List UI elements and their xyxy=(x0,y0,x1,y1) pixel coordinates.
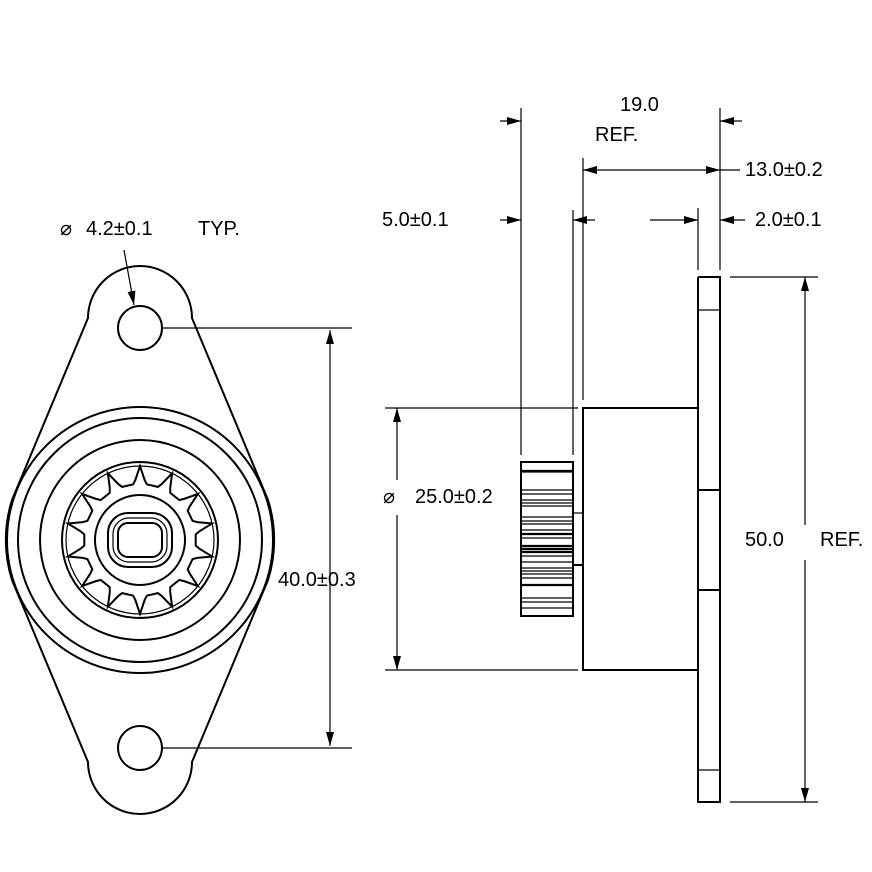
hub-circle xyxy=(94,494,186,586)
body-outer-circle xyxy=(6,406,274,674)
hole-typ-note: TYP. xyxy=(198,218,240,240)
flange-thickness-label: 2.0±0.1 xyxy=(755,209,822,231)
body-side xyxy=(582,407,699,671)
front-view xyxy=(4,249,352,815)
body-diameter-symbol: ⌀ xyxy=(383,486,396,508)
gear-side xyxy=(520,461,574,617)
body-width-label: 13.0±0.2 xyxy=(745,159,823,181)
hole-diameter-label: 4.2±0.1 xyxy=(86,218,153,240)
overall-width-ref: REF. xyxy=(595,124,639,146)
side-view xyxy=(385,108,818,803)
mounting-hole-bottom xyxy=(117,725,163,771)
overall-width-label: 19.0 xyxy=(620,94,659,116)
flange-profile xyxy=(697,276,721,803)
hole-spacing-label: 40.0±0.3 xyxy=(278,569,356,591)
drive-socket-inner xyxy=(117,522,163,558)
mounting-flange-outline xyxy=(4,265,276,815)
mounting-hole-top xyxy=(117,305,163,351)
body-ring xyxy=(17,417,263,663)
overall-height-label: 50.0 xyxy=(745,529,784,551)
gear-teeth-hatching xyxy=(521,469,573,609)
gear-width-label: 5.0±0.1 xyxy=(382,209,449,231)
gear-outer-ring xyxy=(61,461,219,619)
body-diameter-label: 25.0±0.2 xyxy=(415,486,493,508)
drive-socket-mid xyxy=(112,517,168,563)
body-inner-ring xyxy=(39,439,241,641)
gear-inner-ring xyxy=(65,465,215,615)
hole-diameter-symbol: ⌀ xyxy=(60,218,73,240)
gear-teeth xyxy=(64,462,216,618)
overall-height-ref: REF. xyxy=(820,529,864,551)
drive-socket-outer xyxy=(107,512,173,568)
hole-leader-arrow xyxy=(123,249,136,306)
